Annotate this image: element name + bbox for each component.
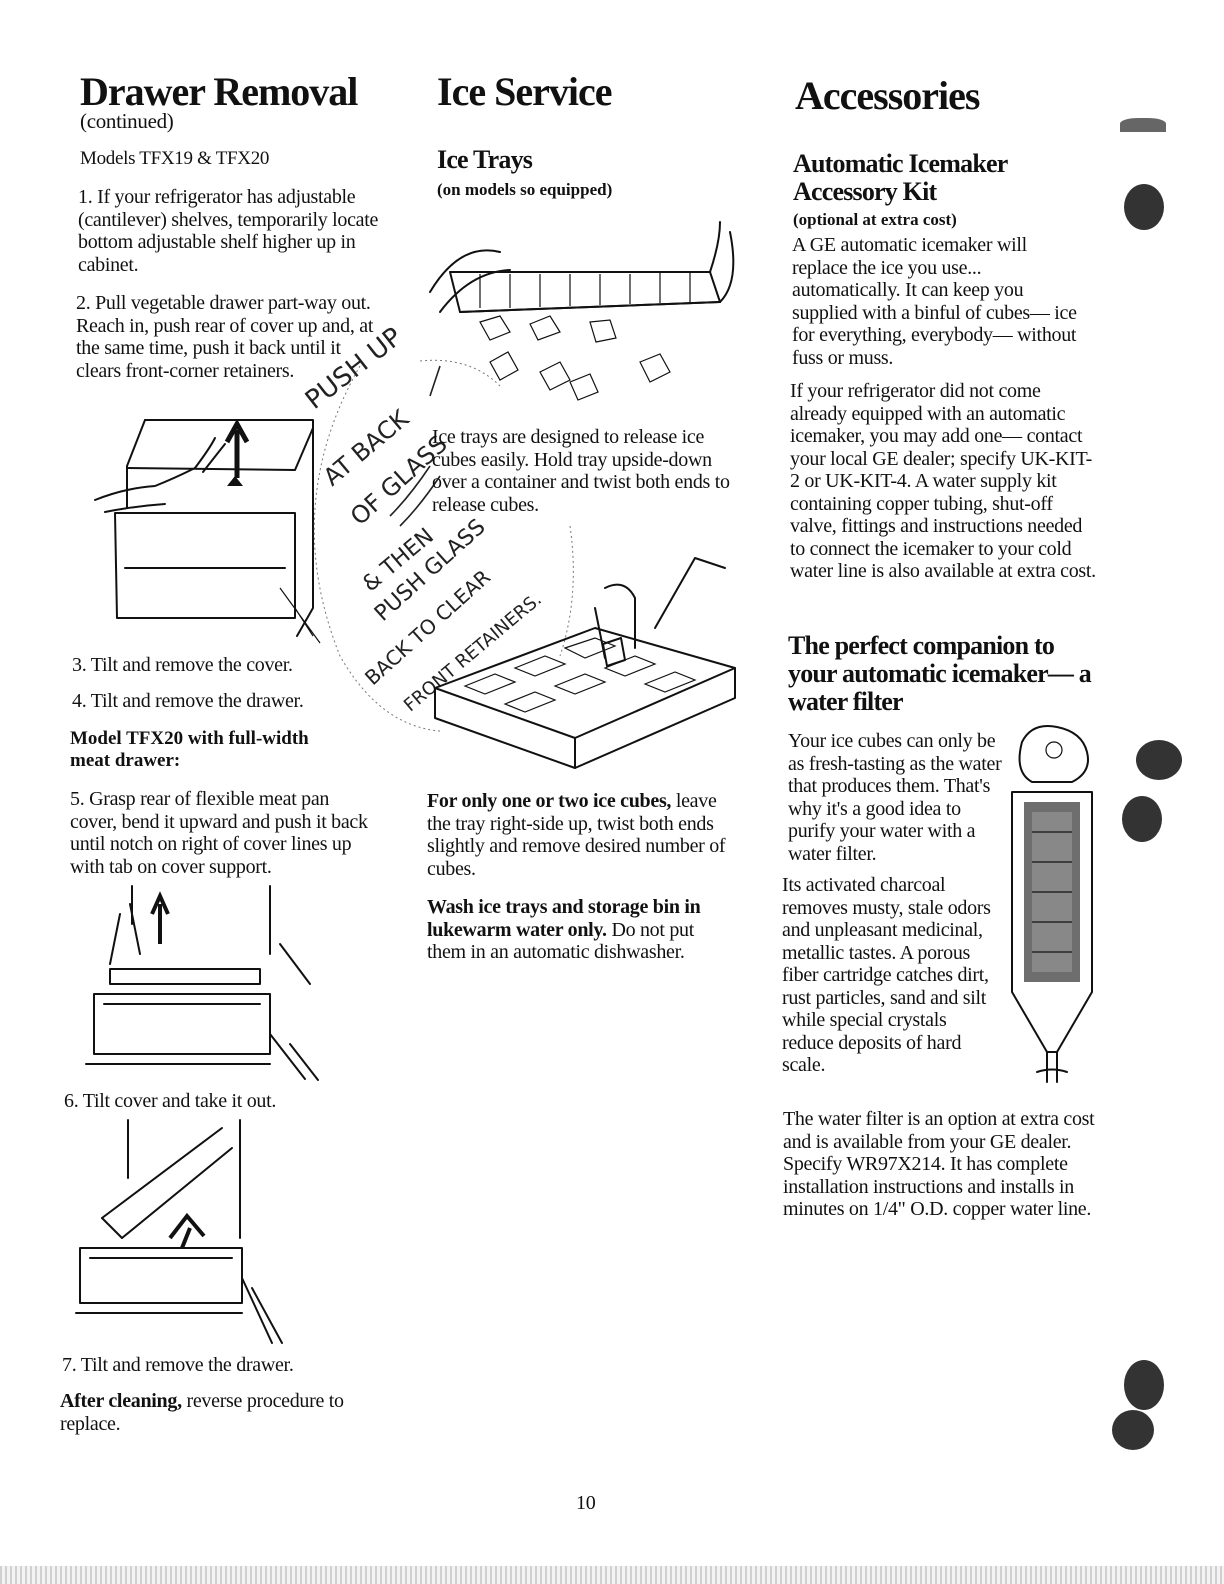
handwritten-note-circle: [300, 356, 590, 736]
filter-paragraph-3: The water filter is an option at extra c…: [783, 1108, 1095, 1220]
one-two-cubes-bold: For only one or two ice cubes,: [427, 790, 672, 812]
binder-hole-6: [1112, 1410, 1154, 1450]
ice-trays-text: Ice trays are designed to release ice cu…: [432, 426, 730, 516]
step-3: 3. Tilt and remove the cover.: [72, 654, 293, 676]
one-two-cubes-note: For only one or two ice cubes, leave the…: [427, 790, 727, 880]
step-1: 1. If your refrigerator has adjustable (…: [78, 186, 379, 276]
ice-service-title: Ice Service: [437, 69, 612, 114]
after-cleaning-note: After cleaning, reverse procedure to rep…: [60, 1390, 360, 1435]
wash-trays-note: Wash ice trays and storage bin in lukewa…: [427, 896, 732, 964]
binder-hole-5: [1124, 1360, 1164, 1410]
binder-hole-2: [1120, 118, 1166, 132]
ice-tray-remove-cube-illustration: [425, 548, 745, 778]
one-two-cubes-rest: leave the tray right-side up, twist both…: [427, 790, 726, 880]
step-7: 7. Tilt and remove the drawer.: [62, 1354, 294, 1376]
binder-hole-1: [1124, 184, 1164, 230]
continued-label: (continued): [80, 109, 174, 133]
model-meat-drawer-heading: Model TFX20 with full-width meat drawer:: [70, 728, 309, 771]
kit-paragraph-1: A GE automatic icemaker will replace the…: [792, 234, 1077, 369]
water-filter-illustration: [1002, 722, 1102, 1092]
scan-artifact-strip: [0, 1566, 1224, 1584]
optional-note: (optional at extra cost): [793, 210, 957, 229]
drawer-cover-illustration: [85, 408, 325, 648]
filter-paragraph-2: Its activated charcoal removes musty, st…: [782, 874, 991, 1076]
equipped-note: (on models so equipped): [437, 180, 613, 199]
step-4: 4. Tilt and remove the drawer.: [72, 690, 304, 712]
step-5: 5. Grasp rear of flexible meat pan cover…: [70, 788, 368, 878]
meat-pan-cover-illustration: [80, 884, 320, 1084]
kit-paragraph-2: If your refrigerator did not come alread…: [790, 380, 1096, 582]
after-cleaning-bold: After cleaning,: [60, 1390, 182, 1412]
icemaker-kit-heading: Automatic Icemaker Accessory Kit: [793, 149, 1008, 206]
filter-paragraph-1: Your ice cubes can only be as fresh-tast…: [788, 730, 1002, 865]
models-heading: Models TFX19 & TFX20: [80, 148, 270, 169]
ice-trays-subtitle: Ice Trays: [437, 145, 533, 174]
drawer-removal-title: Drawer Removal: [80, 69, 358, 114]
wash-trays-rest: Do not put them in an automatic dishwash…: [427, 918, 694, 964]
binder-hole-4: [1122, 796, 1162, 842]
ice-tray-twist-illustration: [420, 212, 740, 422]
after-cleaning-rest: reverse procedure to replace.: [60, 1390, 344, 1435]
tilt-cover-illustration: [72, 1118, 292, 1348]
binder-hole-3: [1136, 740, 1182, 780]
step-2: 2. Pull vegetable drawer part-way out. R…: [76, 292, 374, 382]
accessories-title: Accessories: [795, 73, 980, 118]
step-6: 6. Tilt cover and take it out.: [64, 1090, 277, 1112]
water-filter-heading: The perfect companion to your automatic …: [788, 631, 1092, 716]
page-number: 10: [576, 1492, 596, 1514]
wash-trays-bold: Wash ice trays and storage bin in lukewa…: [427, 896, 701, 941]
